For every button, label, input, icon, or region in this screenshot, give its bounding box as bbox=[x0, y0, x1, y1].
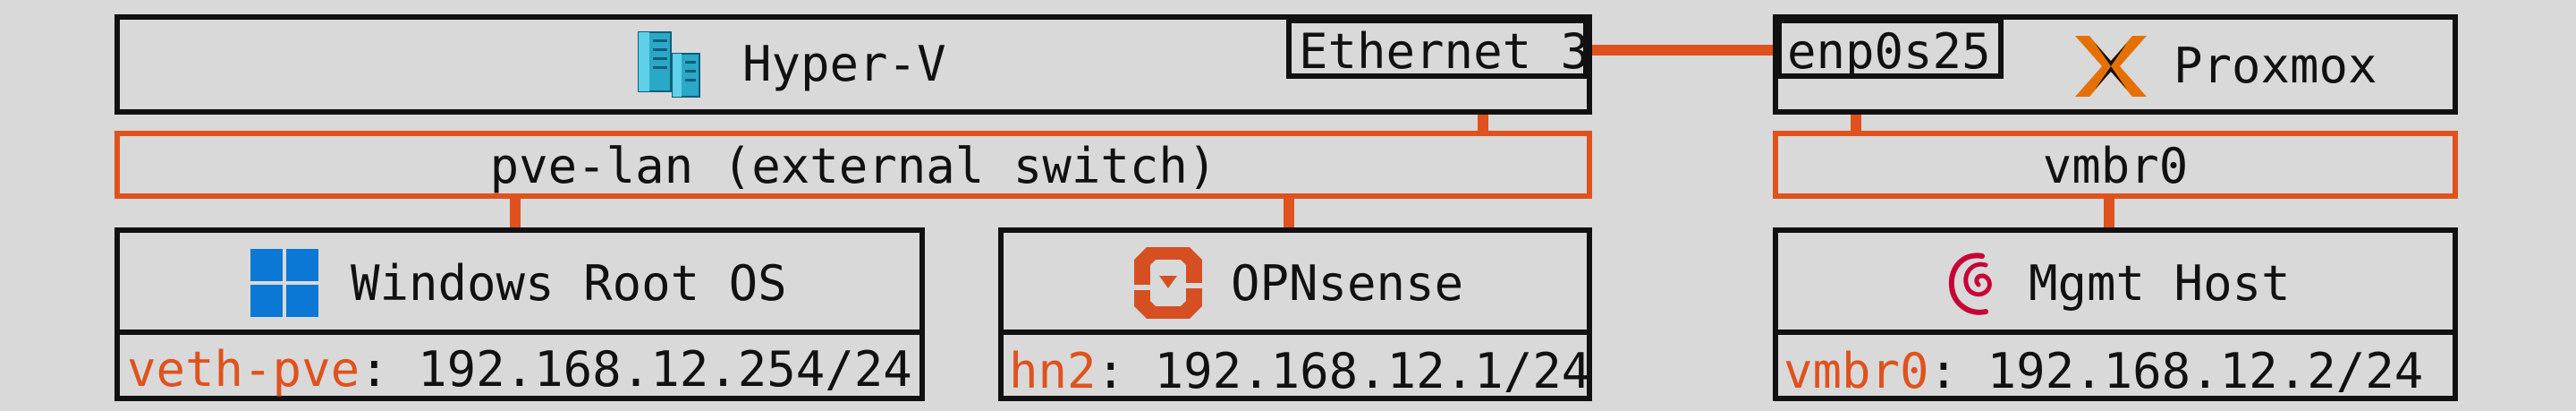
divider bbox=[1778, 330, 2453, 335]
interface-address: vmbr0: 192.168.12.2/24 bbox=[1784, 347, 2423, 396]
interface-name: vmbr0 bbox=[1784, 343, 1929, 399]
hyperv-port-ethernet3: Ethernet 3 bbox=[1286, 18, 1589, 79]
ip-address: : 192.168.12.2/24 bbox=[1928, 343, 2424, 399]
server-icon bbox=[638, 31, 700, 98]
host-opnsense: OPNsense hn2: 192.168.12.1/24 bbox=[998, 227, 1592, 401]
debian-logo-icon bbox=[1948, 253, 1992, 315]
host-name: Windows Root OS bbox=[351, 255, 787, 312]
switch-pve-lan: pve-lan (external switch) bbox=[114, 131, 1592, 199]
proxmox-logo-icon bbox=[2075, 36, 2147, 97]
interface-address: hn2: 192.168.12.1/24 bbox=[1009, 347, 1590, 396]
uplink-ethernet3-enp0s25 bbox=[1585, 45, 1775, 56]
ip-address: : 192.168.12.254/24 bbox=[360, 341, 912, 398]
divider bbox=[120, 330, 919, 335]
link-pve-lan-opnsense bbox=[1284, 193, 1294, 231]
divider bbox=[1004, 330, 1587, 335]
proxmox-port-enp0s25: enp0s25 bbox=[1776, 18, 2004, 79]
link-pve-lan-windows bbox=[510, 193, 521, 231]
host-windows-root-os: Windows Root OS veth-pve: 192.168.12.254… bbox=[114, 227, 925, 401]
ip-address: : 192.168.12.1/24 bbox=[1096, 343, 1591, 399]
link-vmbr0-mgmt bbox=[2104, 193, 2114, 231]
port-label: Ethernet 3 bbox=[1299, 23, 1590, 80]
interface-name: hn2 bbox=[1009, 343, 1097, 399]
opnsense-logo-icon bbox=[1134, 247, 1202, 319]
port-label: enp0s25 bbox=[1787, 23, 1991, 80]
windows-logo-icon bbox=[250, 249, 318, 317]
proxmox-title: Proxmox bbox=[2174, 38, 2377, 94]
host-mgmt: Mgmt Host vmbr0: 192.168.12.2/24 bbox=[1773, 227, 2458, 401]
switch-vmbr0: vmbr0 bbox=[1773, 131, 2458, 199]
switch-label: vmbr0 bbox=[2042, 138, 2189, 194]
interface-address: veth-pve: 192.168.12.254/24 bbox=[127, 346, 912, 394]
switch-label: pve-lan (external switch) bbox=[489, 138, 1217, 194]
host-name: OPNsense bbox=[1231, 255, 1464, 312]
host-name: Mgmt Host bbox=[2029, 255, 2291, 312]
interface-name: veth-pve bbox=[127, 341, 360, 398]
hyperv-title: Hyper-V bbox=[742, 36, 946, 92]
